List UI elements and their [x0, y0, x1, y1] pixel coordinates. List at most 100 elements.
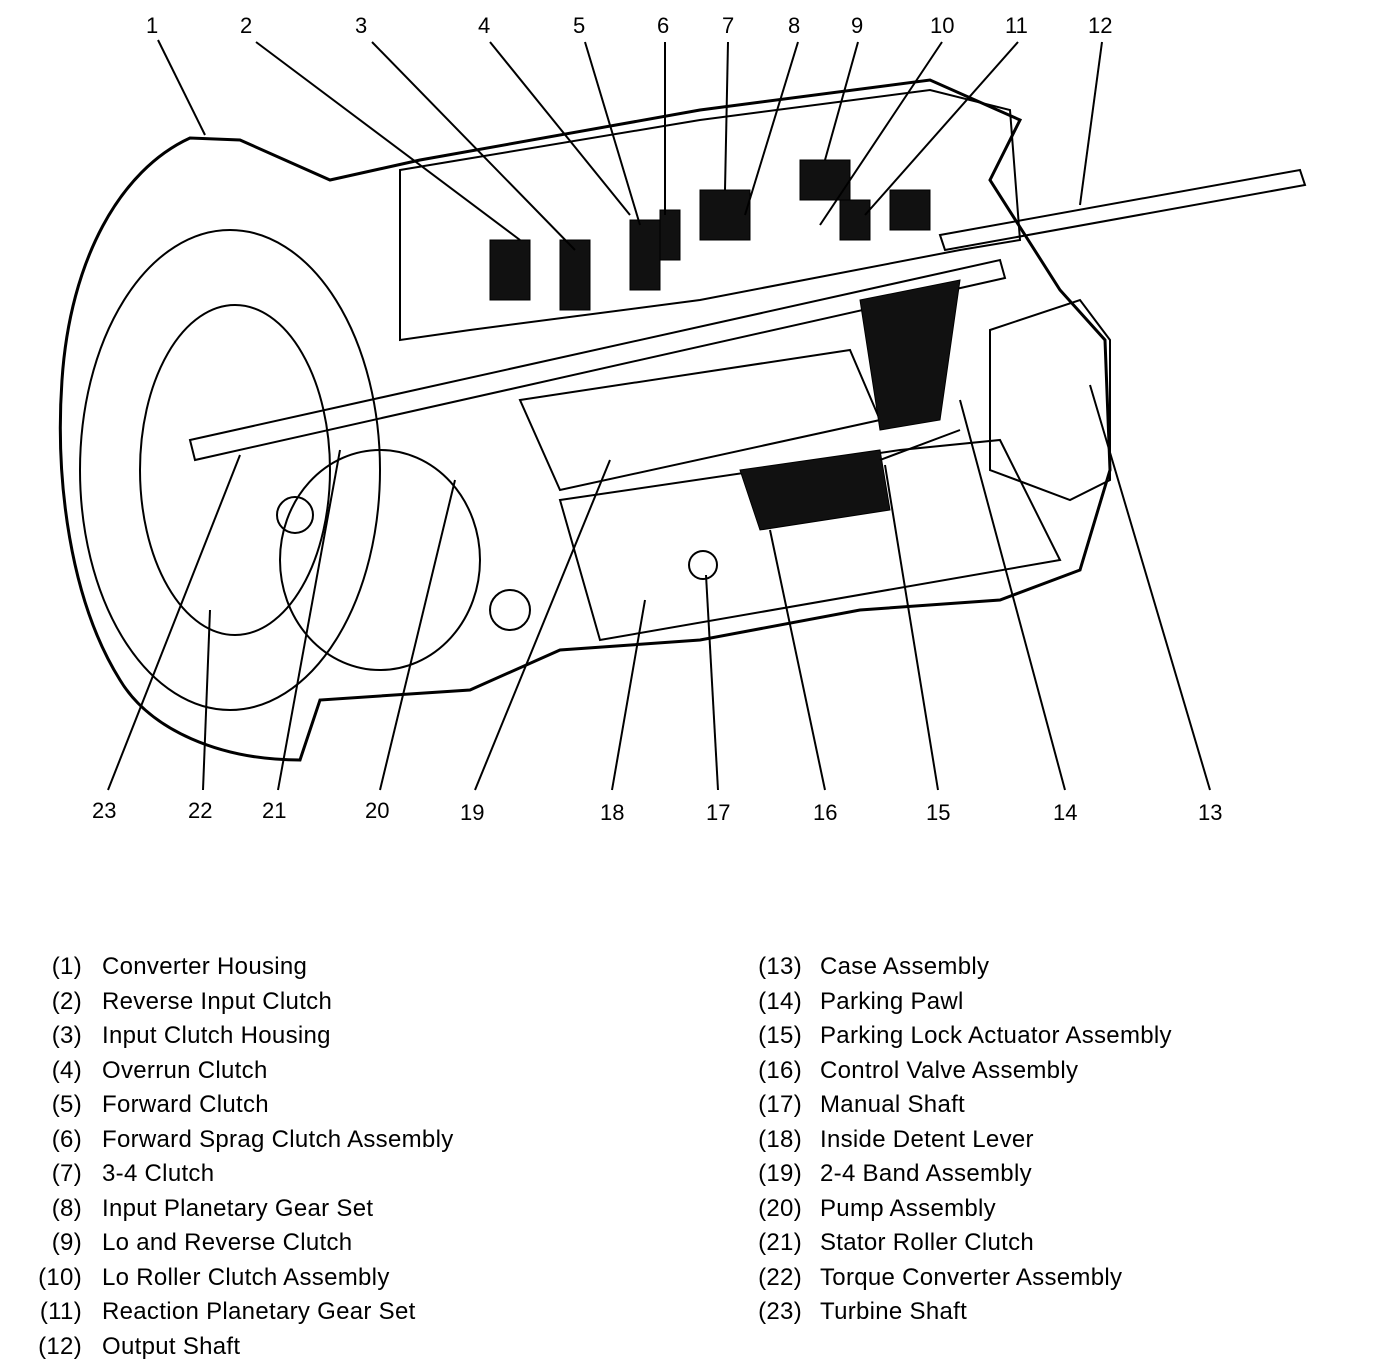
leader-17: [705, 574, 719, 791]
legend-item: (5)Forward Clutch: [30, 1088, 454, 1123]
leader-18: [611, 599, 646, 791]
torque-converter-shape: [79, 229, 381, 711]
callout-11: 11: [1005, 13, 1028, 38]
leader-14: [959, 399, 1066, 791]
leader-2: [255, 41, 521, 241]
legend-item-number: (15): [758, 1022, 802, 1050]
legend-item-label: Case Assembly: [820, 953, 990, 981]
transmission-cutaway-diagram: 1 2 3 4 5 6 7 8 9 10 11 12 13 14 15 16 1…: [58, 13, 1307, 825]
callout-8: 8: [788, 13, 800, 38]
leader-13: [1089, 384, 1211, 791]
callout-19: 19: [460, 800, 484, 825]
callout-1: 1: [146, 13, 158, 38]
legend-column-left: (1)Converter Housing(2)Reverse Input Clu…: [30, 950, 454, 1364]
legend-item-number: (10): [38, 1263, 82, 1291]
legend-item-label: Parking Lock Actuator Assembly: [820, 1022, 1172, 1050]
legend-item: (4)Overrun Clutch: [30, 1054, 454, 1089]
legend-item: (23) Turbine Shaft: [745, 1295, 1172, 1330]
legend-item: (20) Pump Assembly: [745, 1192, 1172, 1227]
legend-item: (11)Reaction Planetary Gear Set: [30, 1295, 454, 1330]
legend-item-label: 2-4 Band Assembly: [820, 1160, 1032, 1188]
legend-item: (15) Parking Lock Actuator Assembly: [745, 1019, 1172, 1054]
legend-item-label: Forward Sprag Clutch Assembly: [102, 1125, 454, 1153]
parking-spring-shape: [879, 429, 961, 461]
callout-2: 2: [240, 13, 252, 38]
leader-11: [864, 41, 1019, 216]
legend-item-number: (17): [758, 1091, 802, 1119]
legend-item-number: (23): [758, 1298, 802, 1326]
legend-item-label: Parking Pawl: [820, 987, 964, 1015]
leader-20: [379, 479, 456, 791]
clutch-pack-shapes: [489, 159, 931, 311]
legend-item-number: (1): [51, 953, 82, 981]
legend-item-number: (6): [51, 1125, 82, 1153]
leader-4: [489, 41, 631, 216]
legend-item-number: (8): [51, 1194, 82, 1222]
callout-13: 13: [1198, 800, 1222, 825]
legend-item-label: Inside Detent Lever: [820, 1125, 1034, 1153]
stator-hub-shape: [276, 496, 314, 534]
callout-14: 14: [1053, 800, 1077, 825]
pump-housing-shape: [279, 449, 481, 671]
legend-item-label: Reverse Input Clutch: [102, 987, 333, 1015]
callout-12: 12: [1088, 13, 1112, 38]
case-extension-shape: [989, 298, 1111, 502]
callout-4: 4: [478, 13, 490, 38]
legend-item-label: Input Clutch Housing: [102, 1022, 331, 1050]
leader-12: [1079, 41, 1103, 206]
main-shaft-shape: [188, 258, 1007, 462]
legend-item-label: Reaction Planetary Gear Set: [102, 1298, 416, 1326]
leader-22: [202, 609, 211, 791]
legend-item: (7)3-4 Clutch: [30, 1157, 454, 1192]
legend-item: (12) Output Shaft: [30, 1330, 454, 1365]
legend-item-number: (12): [38, 1332, 82, 1360]
legend-item: (21)Stator Roller Clutch: [745, 1226, 1172, 1261]
legend-item-number: (9): [51, 1229, 82, 1257]
parts-legend: (1)Converter Housing(2)Reverse Input Clu…: [0, 950, 1376, 1360]
manual-shaft-shape: [688, 550, 718, 580]
legend-item: (16)Control Valve Assembly: [745, 1054, 1172, 1089]
leader-15: [884, 464, 939, 791]
legend-item-label: Torque Converter Assembly: [820, 1263, 1123, 1291]
legend-item-label: Lo Roller Clutch Assembly: [102, 1263, 390, 1291]
callout-21: 21: [262, 798, 286, 823]
callout-numbers: 1 2 3 4 5 6 7 8 9 10 11 12 13 14 15 16 1…: [92, 13, 1222, 825]
legend-item: (6) Forward Sprag Clutch Assembly: [30, 1123, 454, 1158]
leader-9: [824, 41, 859, 161]
legend-item: (10) Lo Roller Clutch Assembly: [30, 1261, 454, 1296]
legend-item-number: (5): [51, 1091, 82, 1119]
leader-16: [769, 529, 826, 791]
legend-item: (3) Input Clutch Housing: [30, 1019, 454, 1054]
legend-item-label: Turbine Shaft: [820, 1298, 968, 1326]
legend-item: (8) Input Planetary Gear Set: [30, 1192, 454, 1227]
legend-item: (14)Parking Pawl: [745, 985, 1172, 1020]
legend-item: (13)Case Assembly: [745, 950, 1172, 985]
legend-item-number: (21): [758, 1229, 802, 1257]
legend-item-number: (4): [51, 1056, 82, 1084]
leader-19: [474, 459, 611, 791]
output-shaft-shape: [938, 168, 1307, 252]
leader-7: [724, 41, 729, 191]
legend-item-label: Pump Assembly: [820, 1194, 996, 1222]
legend-item-label: Output Shaft: [102, 1332, 241, 1360]
legend-item-number: (22): [758, 1263, 802, 1291]
callout-22: 22: [188, 798, 212, 823]
legend-item-label: Input Planetary Gear Set: [102, 1194, 374, 1222]
leader-5: [584, 41, 641, 226]
legend-item: (9)Lo and Reverse Clutch: [30, 1226, 454, 1261]
transmission-illustration: [58, 78, 1307, 762]
legend-item-number: (7): [51, 1160, 82, 1188]
legend-item: (17) Manual Shaft: [745, 1088, 1172, 1123]
input-hub-shape: [489, 589, 531, 631]
legend-item-label: Manual Shaft: [820, 1091, 966, 1119]
leader-3: [371, 41, 576, 251]
leader-1: [157, 39, 206, 136]
legend-item: (19)2-4 Band Assembly: [745, 1157, 1172, 1192]
legend-item-number: (20): [758, 1194, 802, 1222]
legend-item: (2)Reverse Input Clutch: [30, 985, 454, 1020]
callout-16: 16: [813, 800, 837, 825]
callout-23: 23: [92, 798, 116, 823]
legend-item: (18)Inside Detent Lever: [745, 1123, 1172, 1158]
callout-3: 3: [355, 13, 367, 38]
legend-item-number: (3): [51, 1022, 82, 1050]
